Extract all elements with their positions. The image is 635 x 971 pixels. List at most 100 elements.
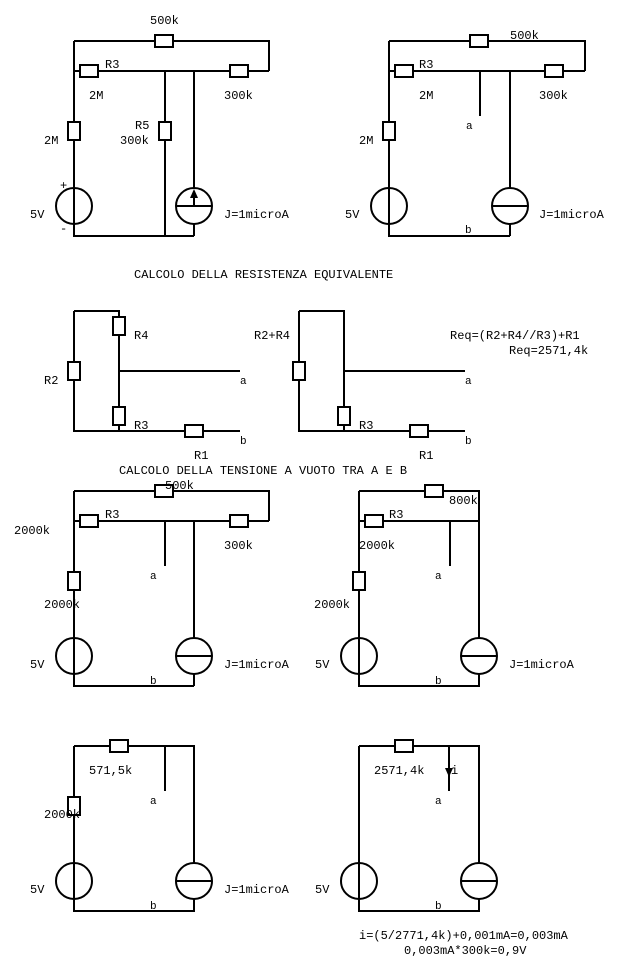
resistor-r3: [394, 64, 414, 78]
label: J=1microA: [224, 208, 290, 222]
resistor-r4: [112, 316, 126, 336]
resistor-500k: [154, 34, 174, 48]
circuit-req-step1: R4 R2 R3 R1 a b: [44, 310, 247, 463]
label: 300k: [539, 89, 568, 103]
wire: [73, 745, 195, 912]
wire: [73, 490, 270, 687]
resistor-r1: [184, 424, 204, 438]
wire: [298, 310, 465, 432]
resistor-571k: [109, 739, 129, 753]
label: R4: [134, 329, 148, 343]
section-heading: CALCOLO DELLA RESISTENZA EQUIVALENTE: [134, 268, 393, 282]
node-a-label: a: [150, 796, 157, 808]
resistor-500k: [154, 484, 174, 498]
label: R1: [194, 449, 208, 463]
resistor-r3: [79, 64, 99, 78]
node-b-label: b: [465, 436, 472, 448]
arrow-up-icon: [190, 189, 198, 198]
label: 300k: [224, 539, 253, 553]
label: 500k: [150, 14, 179, 28]
circuit-open-ab: 500k R3 2M 300k 2M a b 5V J=1microA: [345, 29, 605, 237]
label: 2000k: [44, 598, 80, 612]
resistor-2m: [67, 121, 81, 141]
label: 5V: [30, 658, 45, 672]
circuit-vab-step3: 571,5k 2000k a b 5V J=1microA: [30, 739, 290, 913]
resistor-2000k: [67, 571, 81, 591]
label: 800k: [449, 494, 478, 508]
node-a-label: a: [435, 571, 442, 583]
label: 300k: [120, 134, 149, 148]
node-a-label: a: [150, 571, 157, 583]
resistor-300k: [229, 64, 249, 78]
node-a-label: a: [240, 376, 247, 388]
label: R3: [419, 58, 433, 72]
resistor-800k: [424, 484, 444, 498]
label: 2M: [359, 134, 373, 148]
label: R3: [389, 508, 403, 522]
label: 500k: [165, 479, 194, 493]
resistor-r1: [409, 424, 429, 438]
plus-sign: +: [60, 179, 67, 193]
label: 5V: [30, 208, 45, 222]
label: 2000k: [359, 539, 395, 553]
label: R5: [135, 119, 149, 133]
label: 2M: [89, 89, 103, 103]
label: 2M: [44, 134, 58, 148]
circuit-vab-step2: 800k R3 2000k 2000k a b 5V J=1microA: [314, 484, 575, 688]
wire: [73, 40, 270, 237]
label: 2000k: [44, 808, 80, 822]
node-b-label: b: [150, 676, 157, 688]
resistor-2m: [382, 121, 396, 141]
resistor-2000k: [352, 571, 366, 591]
label: R3: [105, 508, 119, 522]
node-b-label: b: [435, 676, 442, 688]
resistor-300k: [544, 64, 564, 78]
voltage-result: 0,003mA*300k=0,9V: [404, 944, 527, 958]
circuit-original: 500k R3 2M 300k 2M R5 300k + - 5V J=1mic…: [30, 14, 290, 237]
current-formula: i=(5/2771,4k)+0,001mA=0,003mA: [359, 929, 569, 943]
wire: [73, 310, 240, 432]
minus-sign: -: [60, 222, 67, 236]
label: 571,5k: [89, 764, 132, 778]
label: 5V: [345, 208, 360, 222]
node-b-label: b: [150, 901, 157, 913]
node-a-label: a: [466, 121, 473, 133]
label: J=1microA: [224, 883, 290, 897]
node-b-label: b: [240, 436, 247, 448]
resistor-r3: [112, 406, 126, 426]
label: 2571,4k: [374, 764, 424, 778]
label: R2+R4: [254, 329, 290, 343]
label: 5V: [315, 883, 330, 897]
label: 5V: [315, 658, 330, 672]
node-a-label: a: [465, 376, 472, 388]
label: J=1microA: [224, 658, 290, 672]
label: R3: [105, 58, 119, 72]
arrow-down-icon: [445, 768, 453, 777]
label: J=1microA: [539, 208, 605, 222]
label: R2: [44, 374, 58, 388]
req-result: Req=2571,4k: [509, 344, 588, 358]
label: R3: [134, 419, 148, 433]
label: 500k: [510, 29, 539, 43]
resistor-500k: [469, 34, 489, 48]
label: 2M: [419, 89, 433, 103]
label: J=1microA: [509, 658, 575, 672]
resistor-300k: [229, 514, 249, 528]
label: R1: [419, 449, 433, 463]
node-b-label: b: [435, 901, 442, 913]
label: 2000k: [314, 598, 350, 612]
label: 300k: [224, 89, 253, 103]
req-formula: Req=(R2+R4//R3)+R1: [450, 329, 580, 343]
circuit-vab-step1: 500k R3 2000k 300k 2000k a b 5V J=1micro…: [14, 479, 290, 688]
current-label: i: [451, 764, 458, 778]
label: 2000k: [14, 524, 50, 538]
label: 5V: [30, 883, 45, 897]
wire: [388, 40, 586, 237]
resistor-r3: [79, 514, 99, 528]
resistor-r2-plus-r4: [292, 361, 306, 381]
resistor-r5: [158, 121, 172, 141]
circuit-vab-step4: 2571,4k i a b 5V: [315, 739, 498, 913]
resistor-r3: [364, 514, 384, 528]
resistor-2571k: [394, 739, 414, 753]
